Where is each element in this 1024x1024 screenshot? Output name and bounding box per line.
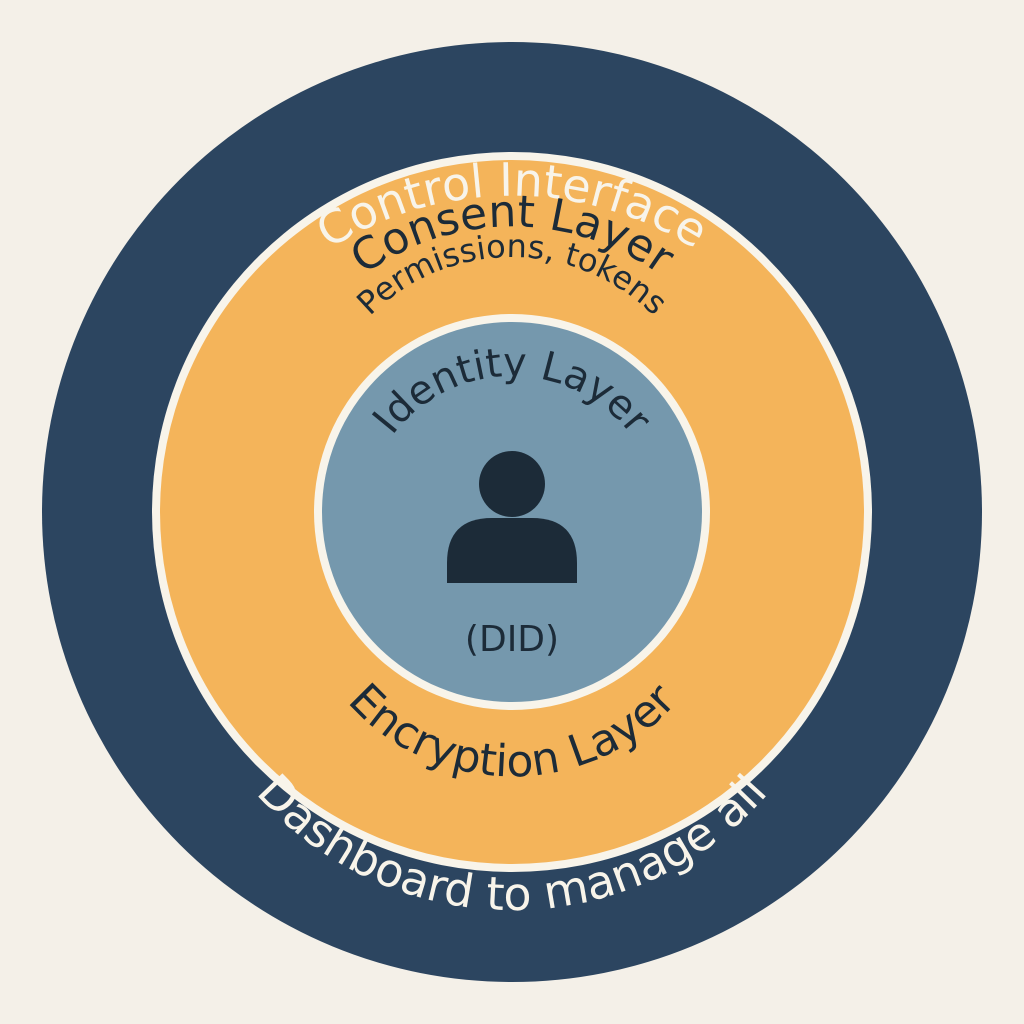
identity-layer-caption: (DID) (465, 619, 559, 660)
person-icon-body (447, 518, 577, 583)
person-icon-head (479, 451, 545, 517)
person-icon (447, 451, 577, 583)
